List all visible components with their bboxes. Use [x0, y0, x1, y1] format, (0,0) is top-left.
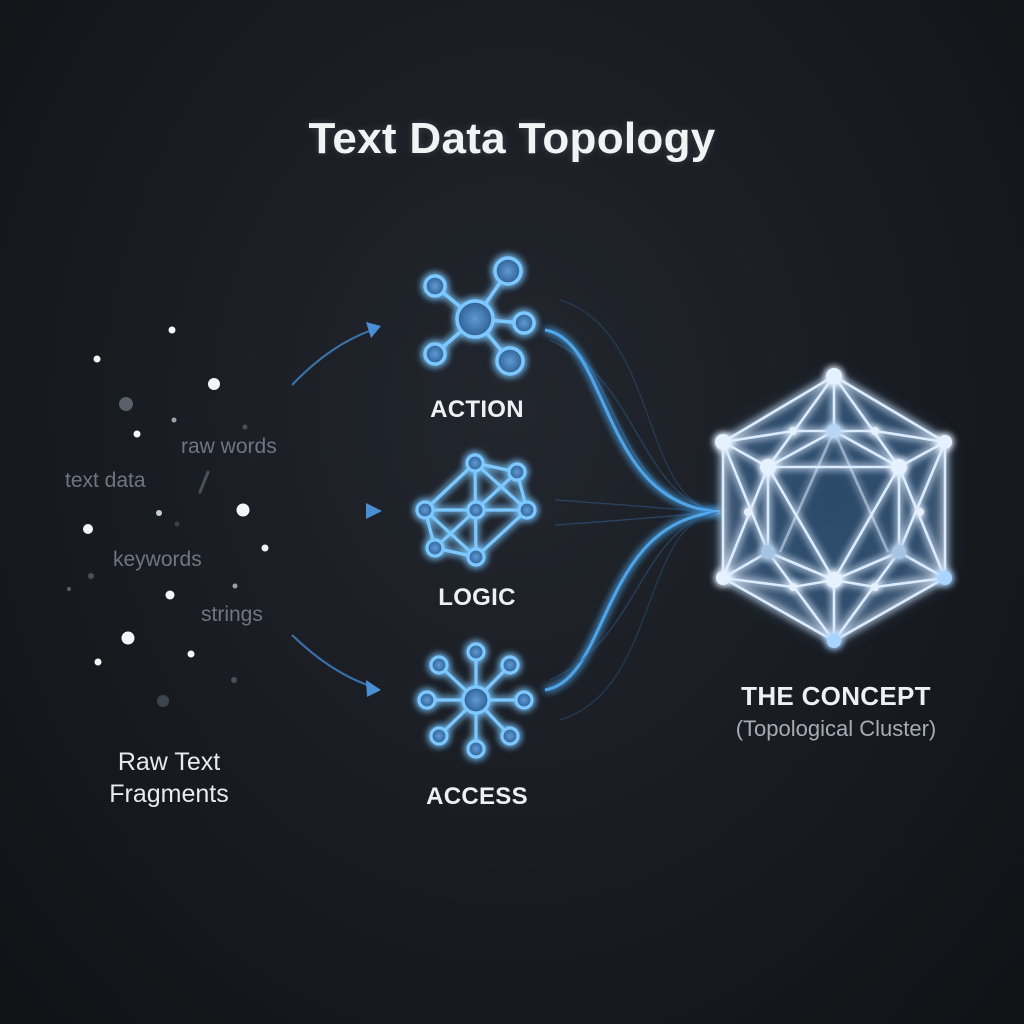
- concept-icosahedron-icon: [715, 368, 952, 648]
- logic-network-icon: [415, 453, 537, 567]
- arrow-head-icon: [366, 680, 381, 697]
- raw-fragments-label: Raw Text Fragments: [59, 746, 279, 810]
- diagram-title: Text Data Topology: [308, 114, 716, 163]
- concept-title: THE CONCEPT: [741, 681, 931, 711]
- category-label-access: ACCESS: [426, 783, 528, 810]
- fragment-word-strings: strings: [201, 603, 263, 626]
- fragment-word-raw-words: raw words: [181, 435, 277, 458]
- input-arrows: [291, 322, 382, 697]
- category-label-logic: LOGIC: [438, 584, 516, 611]
- category-label-action: ACTION: [430, 396, 524, 423]
- raw-fragments-label-line1: Raw Text: [117, 748, 221, 776]
- fragment-particles: [67, 326, 269, 707]
- converging-flow-lines: [544, 299, 721, 721]
- fragment-word-keywords: keywords: [113, 548, 202, 571]
- access-network-icon: [417, 642, 534, 759]
- arrow-head-icon: [366, 322, 381, 338]
- action-network-icon: [423, 256, 536, 376]
- concept-subtitle: (Topological Cluster): [735, 716, 937, 741]
- arrow-head-icon: [366, 503, 382, 519]
- raw-fragments-label-line2: Fragments: [109, 780, 229, 808]
- fragment-word-text-data: text data: [65, 469, 146, 492]
